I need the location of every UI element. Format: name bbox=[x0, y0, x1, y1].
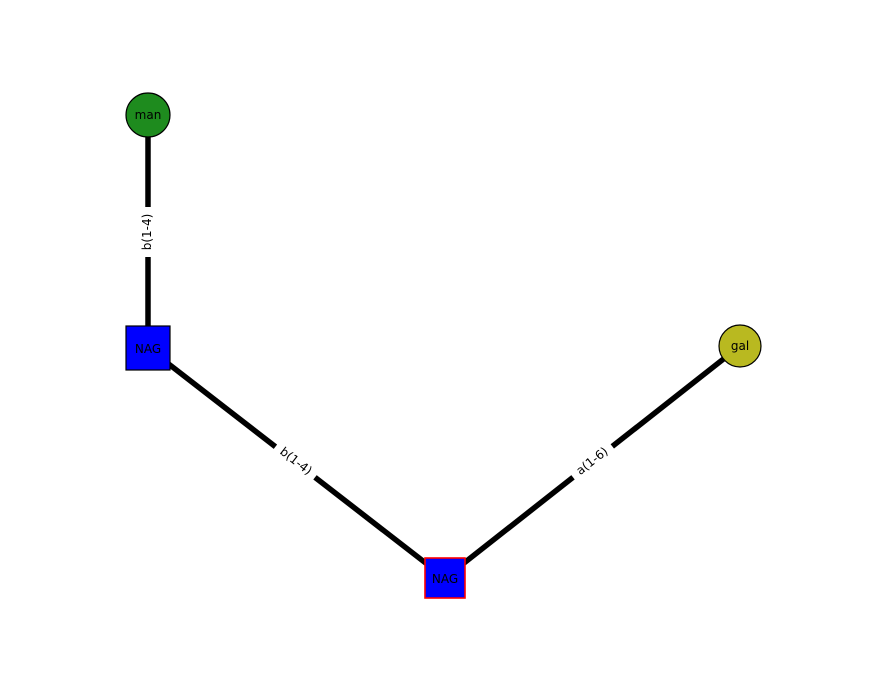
edge-label-group-nag2-gal: a(1-6) bbox=[567, 439, 617, 483]
edge-label-bg bbox=[271, 439, 321, 483]
node-nag2-label: NAG bbox=[432, 572, 458, 586]
edge-label-bg bbox=[567, 439, 617, 483]
edge-label-group-nag1-nag2: b(1-4) bbox=[271, 439, 321, 483]
edge-label-group-man-nag1: b(1-4) bbox=[139, 207, 155, 257]
node-man-label: man bbox=[135, 108, 162, 122]
node-nag1-label: NAG bbox=[135, 342, 161, 356]
edge-label-man-nag1: b(1-4) bbox=[140, 214, 154, 251]
edge-label-nag2-gal: a(1-6) bbox=[573, 444, 610, 477]
node-gal-circle bbox=[718, 324, 762, 368]
node-nag2-square bbox=[424, 557, 466, 599]
edge-label-bg bbox=[139, 207, 155, 257]
node-man-circle bbox=[125, 92, 171, 138]
node-nag1-square bbox=[125, 325, 171, 371]
edge-label-nag1-nag2: b(1-4) bbox=[277, 444, 315, 477]
node-gal-label: gal bbox=[731, 339, 749, 353]
